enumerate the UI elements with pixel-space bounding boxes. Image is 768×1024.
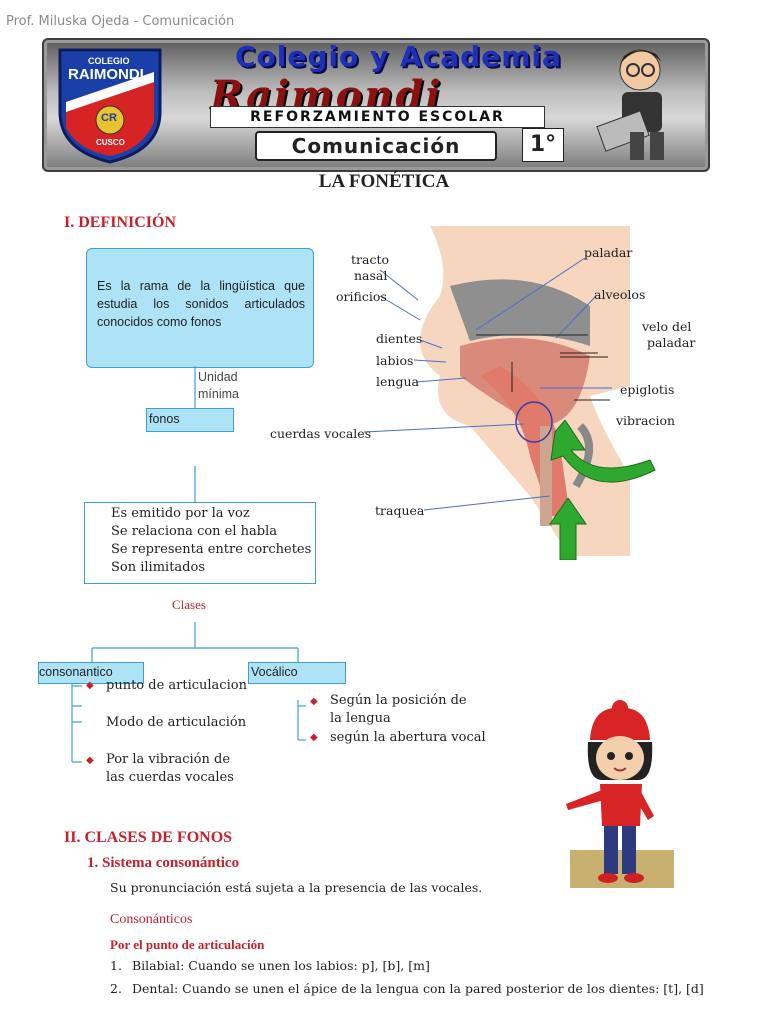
label-tracto: tracto xyxy=(351,252,390,267)
consonant-item: punto de articulacion xyxy=(106,678,247,693)
definition-box: Es la rama de la lingüística que estudia… xyxy=(86,248,314,368)
characteristics-box: Es emitido por la voz Se relaciona con e… xyxy=(84,502,316,584)
logo-text-raimondi: RAIMONDI xyxy=(68,66,144,83)
unit-label-line2: mínima xyxy=(198,387,239,401)
label-paladar: paladar xyxy=(584,245,633,260)
consonant-item: Modo de articulación xyxy=(106,715,247,730)
vowel-item: Según la posición de la lengua xyxy=(330,693,467,726)
vocal-tract-diagram xyxy=(330,226,690,556)
unit-label-line1: Unidad xyxy=(198,370,238,384)
banner-title: Colegio y Academia xyxy=(235,40,562,73)
consonantico-box: consonantico xyxy=(38,662,144,684)
label-dientes: dientes xyxy=(376,331,423,346)
banner-course: Comunicación xyxy=(255,131,497,161)
airflow-arrow-icon xyxy=(548,497,588,561)
characteristic-item: Es emitido por la voz xyxy=(111,506,250,521)
banner-subtitle: REFORZAMIENTO ESCOLAR xyxy=(210,106,545,128)
articulation-item: Bilabial: Cuando se unen los labios: p],… xyxy=(132,958,430,973)
vowel-item: según la abertura vocal xyxy=(330,730,486,745)
articulation-item: Dental: Cuando se unen el ápice de la le… xyxy=(132,981,704,996)
page-title: LA FONÉTICA xyxy=(318,171,450,192)
consonant-item: Por la vibración de las cuerdas vocales xyxy=(106,752,234,785)
section-clases-heading: II. CLASES DE FONOS xyxy=(64,829,233,846)
bullet-icon: ◆ xyxy=(310,732,318,743)
logo-text-cusco: CUSCO xyxy=(96,138,125,147)
label-velo-line2: paladar xyxy=(647,335,696,350)
fonos-box: fonos xyxy=(146,408,234,432)
label-labios: labios xyxy=(376,353,414,368)
label-velo-line1: velo del xyxy=(642,319,692,334)
section-definicion-heading: I. DEFINICIÓN xyxy=(64,214,177,231)
consonant-system-description: Su pronunciación está sujeta a la presen… xyxy=(110,880,483,895)
consonanticos-label: Consonánticos xyxy=(110,912,193,927)
label-lengua: lengua xyxy=(376,374,419,389)
characteristic-item: Se relaciona con el habla xyxy=(111,524,278,539)
school-logo: COLEGIO RAIMONDI CR CUSCO xyxy=(52,42,168,164)
logo-text-cr: CR xyxy=(101,112,117,124)
label-alveolos: alveolos xyxy=(594,287,646,302)
label-epiglotis: epiglotis xyxy=(620,382,675,397)
label-orificios: orificios xyxy=(336,289,387,304)
bullet-icon: ◆ xyxy=(86,755,94,766)
articulation-item-number: 2. xyxy=(110,981,122,996)
grade-badge: 1° xyxy=(522,128,564,162)
label-vibracion: vibracion xyxy=(616,413,676,428)
definition-text: Es la rama de la lingüística que estudia… xyxy=(97,279,305,329)
subsection-consonantico-heading: 1. Sistema consonántico xyxy=(87,855,240,871)
bullet-icon: ◆ xyxy=(86,680,94,691)
characteristic-item: Se representa entre corchetes xyxy=(111,542,312,557)
bullet-icon: ◆ xyxy=(310,696,318,707)
student-laptop-illustration xyxy=(590,40,700,164)
label-nasal: nasal xyxy=(354,268,388,283)
clases-label: Clases xyxy=(172,597,206,612)
label-cuerdas-vocales: cuerdas vocales xyxy=(270,426,372,441)
articulation-item-number: 1. xyxy=(110,958,122,973)
logo-text-colegio: COLEGIO xyxy=(88,56,130,66)
label-traquea: traquea xyxy=(375,503,425,518)
characteristic-item: Son ilimitados xyxy=(111,560,205,575)
header-author: Prof. Miluska Ojeda - Comunicación xyxy=(6,14,235,29)
vocalico-box: Vocálico xyxy=(248,662,346,684)
girl-illustration xyxy=(556,700,676,890)
vibration-arrow-icon xyxy=(545,419,660,490)
por-punto-heading: Por el punto de articulación xyxy=(110,937,265,952)
